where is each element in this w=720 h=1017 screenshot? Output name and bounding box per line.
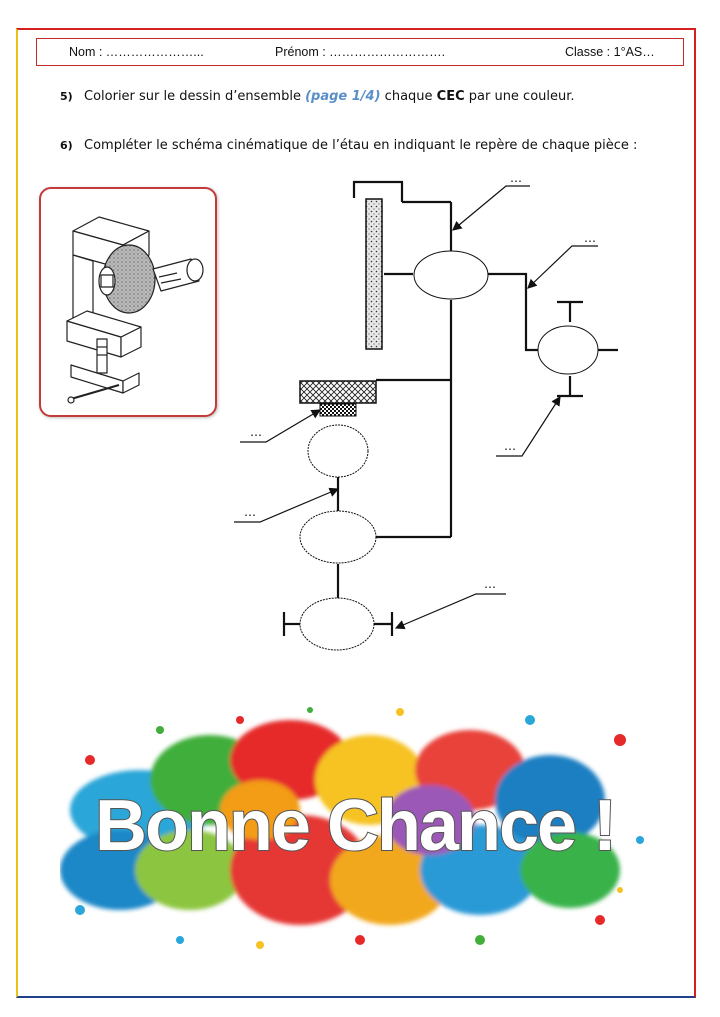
nom-field[interactable]: Nom : …………………... (69, 45, 204, 59)
bonne-chance-banner: Bonne Chance ! (60, 700, 650, 960)
question-keyword: CEC (436, 89, 465, 104)
student-info-header: Nom : …………………... Prénom : ………………………. Cla… (36, 38, 684, 66)
leader-arrow-3 (240, 409, 322, 443)
leader-arrow-1 (452, 185, 530, 231)
question-5: 5) Colorier sur le dessin d’ensemble (pag… (60, 89, 575, 104)
ellipse-part-top (413, 250, 489, 300)
vise-perspective-drawing (39, 187, 217, 417)
kinematic-schema-svg: … … … … … … (234, 171, 618, 651)
schema-label-3[interactable]: … (250, 425, 262, 439)
bonne-chance-text: Bonne Chance ! (95, 786, 615, 866)
crosshatch-plate-part (299, 380, 377, 404)
schema-label-4[interactable]: … (504, 439, 516, 453)
leader-arrow-4 (496, 395, 561, 457)
question-number: 5) (60, 90, 73, 103)
schema-label-2[interactable]: … (584, 231, 596, 245)
prenom-field[interactable]: Prénom : ………………………. (275, 45, 446, 59)
ellipse-part-middle (307, 424, 369, 478)
page-reference: (page 1/4) (305, 89, 381, 104)
schema-label-6[interactable]: … (484, 577, 496, 591)
question-text: par une couleur. (464, 89, 575, 104)
leader-arrow-5 (234, 487, 340, 523)
kinematic-schema: … … … … … … (220, 170, 640, 660)
leader-arrow-6 (394, 593, 506, 630)
classe-field[interactable]: Classe : 1°AS… (565, 45, 655, 59)
schema-label-5[interactable]: … (244, 505, 256, 519)
ellipse-part-lower (299, 510, 377, 564)
question-6: 6) Compléter le schéma cinématique de l’é… (60, 138, 637, 153)
question-text: Colorier sur le dessin d’ensemble (84, 89, 306, 104)
question-text: chaque (380, 89, 437, 104)
page-border (16, 28, 696, 998)
dotted-bar-part (365, 198, 383, 350)
paint-splash-svg: Bonne Chance ! (60, 707, 644, 949)
vise-drawing-svg (66, 216, 204, 404)
checker-pad-part (319, 403, 357, 417)
question-text: Compléter le schéma cinématique de l’éta… (84, 138, 638, 153)
leader-arrow-2 (527, 245, 598, 289)
question-number: 6) (60, 139, 73, 152)
schema-label-1[interactable]: … (510, 171, 522, 185)
ellipse-part-right (537, 325, 599, 375)
ellipse-part-bottom (299, 597, 375, 651)
